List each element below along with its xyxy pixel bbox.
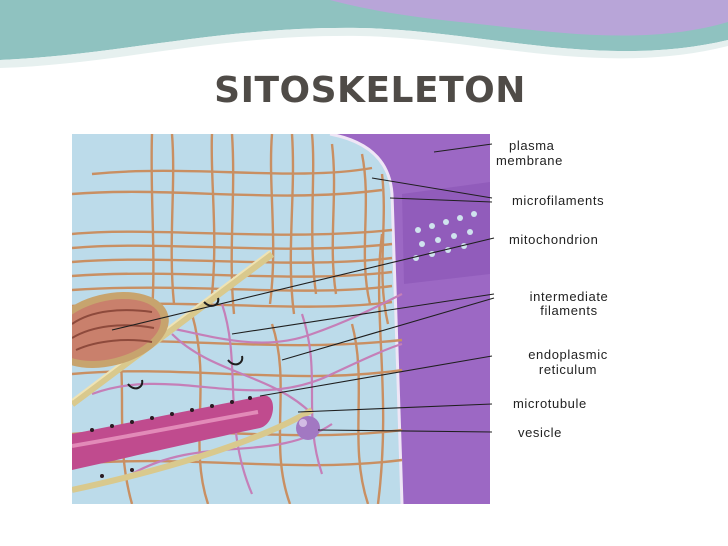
label-intermediate-filaments-line1: intermediate	[529, 289, 609, 304]
mitochondrion	[72, 291, 169, 369]
label-intermediate-filaments-line2: filaments	[540, 303, 598, 318]
label-mitochondrion: mitochondrion	[509, 232, 599, 247]
label-plasma-membrane-line2: membrane	[496, 153, 563, 168]
endoplasmic-reticulum	[72, 395, 274, 478]
membrane-surface	[402, 182, 490, 284]
label-plasma-membrane-line1: plasma	[509, 138, 555, 153]
header-wave-highlight	[0, 27, 728, 68]
slide-title: SITOSKELETON	[214, 70, 526, 111]
cytoskeleton-illustration	[72, 134, 660, 504]
membrane-edge	[329, 134, 404, 504]
label-microtubule: microtubule	[513, 396, 587, 411]
cytoskeleton-diagram: plasma membrane microfilaments mitochond…	[72, 134, 660, 504]
microtubule-rod-highlight	[72, 250, 271, 401]
membrane-pores	[413, 211, 477, 261]
label-vesicle: vesicle	[518, 425, 562, 440]
header-wave-decoration	[0, 0, 728, 68]
label-microfilaments: microfilaments	[512, 193, 605, 208]
label-endoplasmic-reticulum-line2: reticulum	[538, 362, 598, 377]
vesicle-highlight	[299, 419, 307, 427]
header-wave-purple	[330, 0, 728, 36]
label-endoplasmic-reticulum-line1: endoplasmic	[528, 347, 608, 362]
microtubule-rod	[72, 251, 275, 407]
vesicle	[296, 416, 320, 440]
leader-lines	[111, 143, 495, 433]
microtubule-lower	[72, 407, 314, 493]
